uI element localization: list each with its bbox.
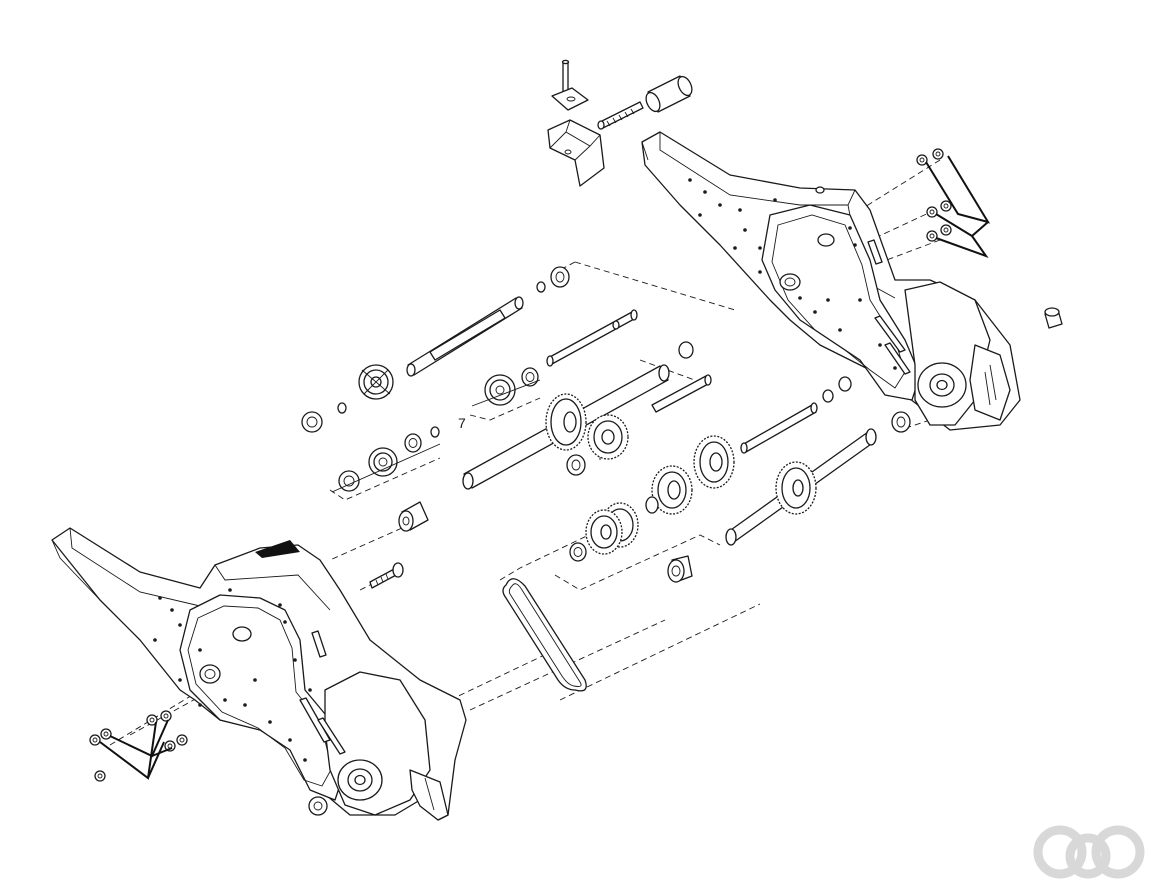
hex-bolt: [369, 562, 404, 589]
top-bracket-assembly: [547, 59, 693, 187]
output-sprocket: [775, 461, 817, 515]
right-countershaft: [740, 376, 852, 454]
upper-idler-shaft: [406, 266, 570, 377]
middle-idler-shaft: [546, 309, 638, 367]
intermediate-sprocket: [587, 414, 629, 460]
right-mounting-screws: [916, 148, 991, 259]
output-axle: [725, 411, 911, 546]
upper-left-bearing: [301, 402, 347, 433]
housing-fastener-holes: [688, 178, 897, 370]
right-end-bushing: [1044, 307, 1063, 329]
middle-pinion-gear: [471, 367, 541, 407]
spacer-tube: [645, 75, 693, 113]
left-bottom-bearing: [308, 796, 328, 816]
pivot-pin: [551, 59, 589, 111]
part-callout: 7: [458, 415, 466, 431]
intermediate-bearing: [566, 454, 586, 476]
upper-left-pinion-gear: [358, 364, 394, 400]
main-shaft-bushing: [398, 501, 429, 532]
left-mounting-screws: [89, 710, 188, 782]
left-housing-fastener-holes: [153, 588, 312, 762]
drive-chain: [502, 578, 587, 692]
lower-bearing: [667, 555, 693, 583]
compound-gear-cluster: [569, 465, 693, 562]
right-chaincase-housing: [641, 131, 1021, 431]
tension-bracket: [547, 119, 605, 187]
right-sprocket-upper: [693, 435, 735, 489]
threaded-adjuster-rod: [597, 101, 644, 130]
lower-left-pinion-group: [331, 426, 441, 493]
left-chaincase-housing: [51, 527, 467, 821]
large-drive-sprocket: [545, 393, 587, 451]
interlocking-rings-logo-icon: [1033, 825, 1145, 879]
right-short-shaft: [651, 374, 712, 413]
